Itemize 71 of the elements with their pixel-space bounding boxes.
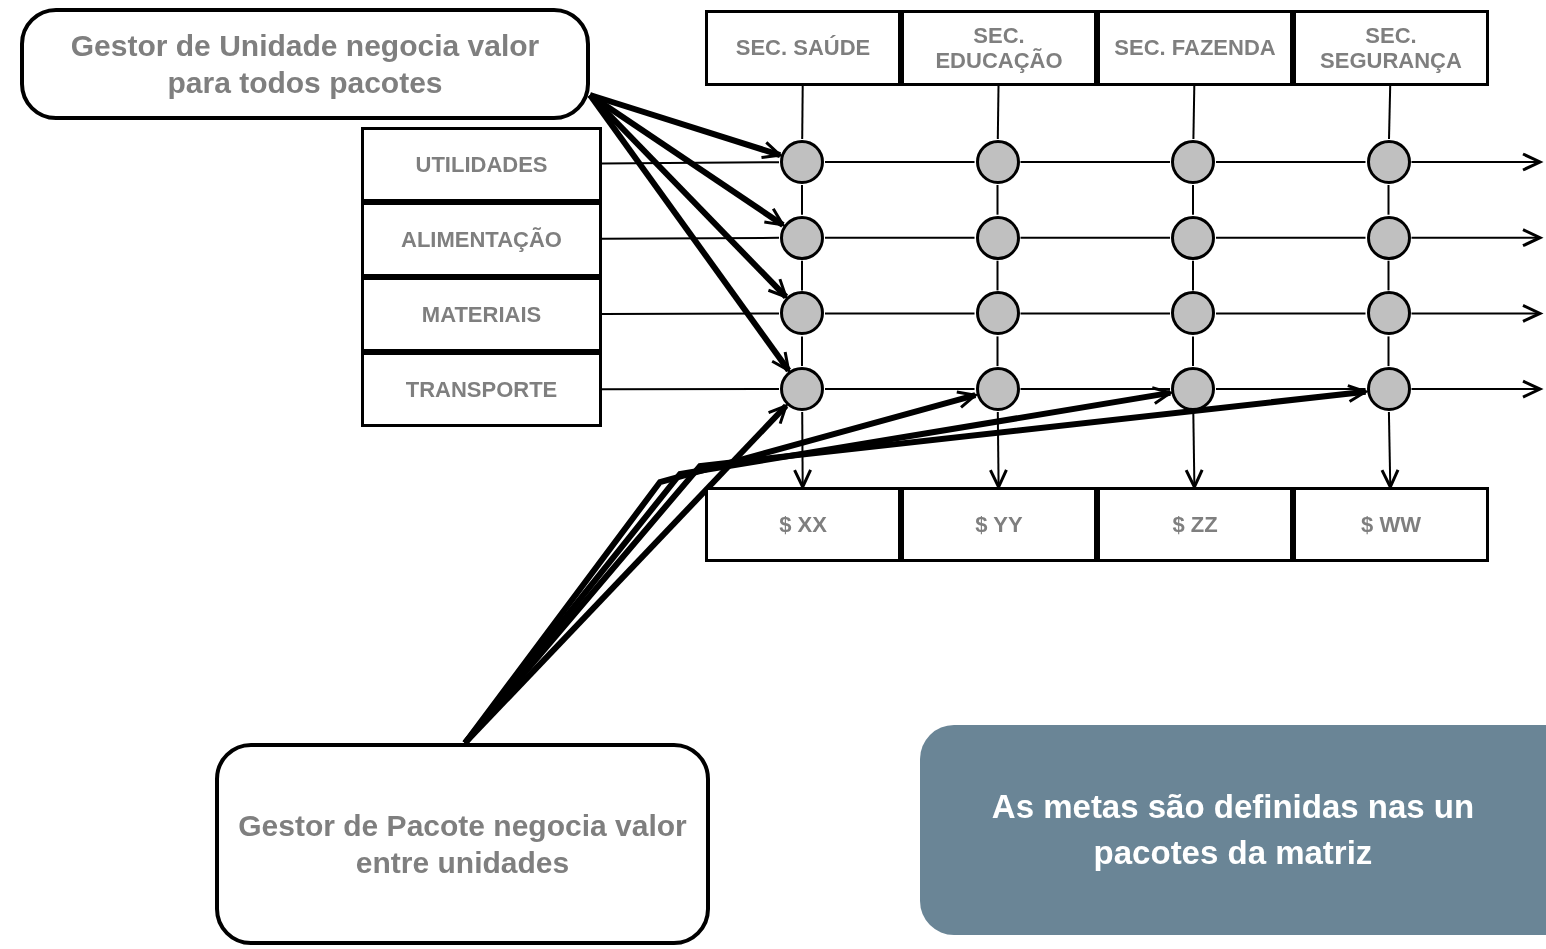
junction-circle [780,215,824,260]
arrow [793,411,813,489]
connector-line [824,312,976,315]
connector-line [801,335,803,368]
connector-line [1387,259,1390,292]
arrow [1410,228,1542,248]
table-cell: $ YY [901,487,1097,562]
connector-line [824,388,976,391]
connector-line [1192,335,1194,368]
callout-box: Gestor de Pacote negocia valor entre unidades [215,743,710,945]
junction-circle [780,367,824,412]
connector-line [601,312,780,316]
table-cell: SEC. EDUCAÇÃO [901,10,1097,86]
arrow [1410,303,1542,323]
connector-line [1215,236,1367,239]
connector-line [1019,388,1171,391]
table-cell: SEC. SAÚDE [705,10,901,86]
arrow [988,411,1008,489]
connector-line [1215,161,1367,163]
arrow [1380,411,1400,489]
arrow [1410,379,1542,399]
connector-line [996,259,999,292]
connector-line [824,161,976,163]
arrow [587,92,789,299]
connector-line [801,259,803,292]
connector-line [1019,312,1171,315]
table-cell: SEC. FAZENDA [1097,10,1293,86]
junction-circle [780,291,824,336]
connector-line [601,236,780,240]
junction-circle [1171,140,1215,184]
connector-line [996,85,1000,140]
junction-circle [975,140,1020,184]
table-cell: ALIMENTAÇÃO [361,202,602,277]
note-banner: As metas são definidas nas un pacotes da matriz [920,725,1546,935]
arrow [587,93,792,373]
table-cell: UTILIDADES [361,127,602,202]
junction-circle [1171,215,1215,260]
table-cell: MATERIAIS [361,277,602,352]
connector-line [1192,184,1194,216]
junction-circle [1171,291,1215,336]
connector-line [1388,85,1392,140]
junction-circle [1366,140,1411,184]
connector-line [824,236,976,239]
arrow [1184,411,1204,489]
table-cell: $ WW [1293,487,1489,562]
connector-line [1192,259,1194,292]
arrow [1410,152,1542,172]
callout-box: Gestor de Unidade negocia valor para todos pacotes [20,8,590,120]
connector-line [1387,335,1390,368]
arrow [462,384,1368,745]
connector-line [1215,388,1367,391]
table-cell: SEC. SEGURANÇA [1293,10,1489,86]
table-cell: $ ZZ [1097,487,1293,562]
connector-line [801,184,803,216]
table-cell: TRANSPORTE [361,352,602,427]
connector-line [601,161,780,165]
connector-line [601,388,780,391]
connector-line [1192,85,1196,140]
arrow [589,92,782,160]
arrow [588,92,785,228]
connector-line [996,184,999,216]
junction-circle [975,367,1020,412]
junction-circle [780,140,824,184]
connector-line [996,335,999,368]
connector-line [1019,161,1171,163]
connector-line [801,85,804,140]
table-cell: $ XX [705,487,901,562]
junction-circle [1171,367,1215,412]
connector-line [1215,312,1367,315]
connector-line [1019,236,1171,239]
connector-line [1387,184,1390,216]
